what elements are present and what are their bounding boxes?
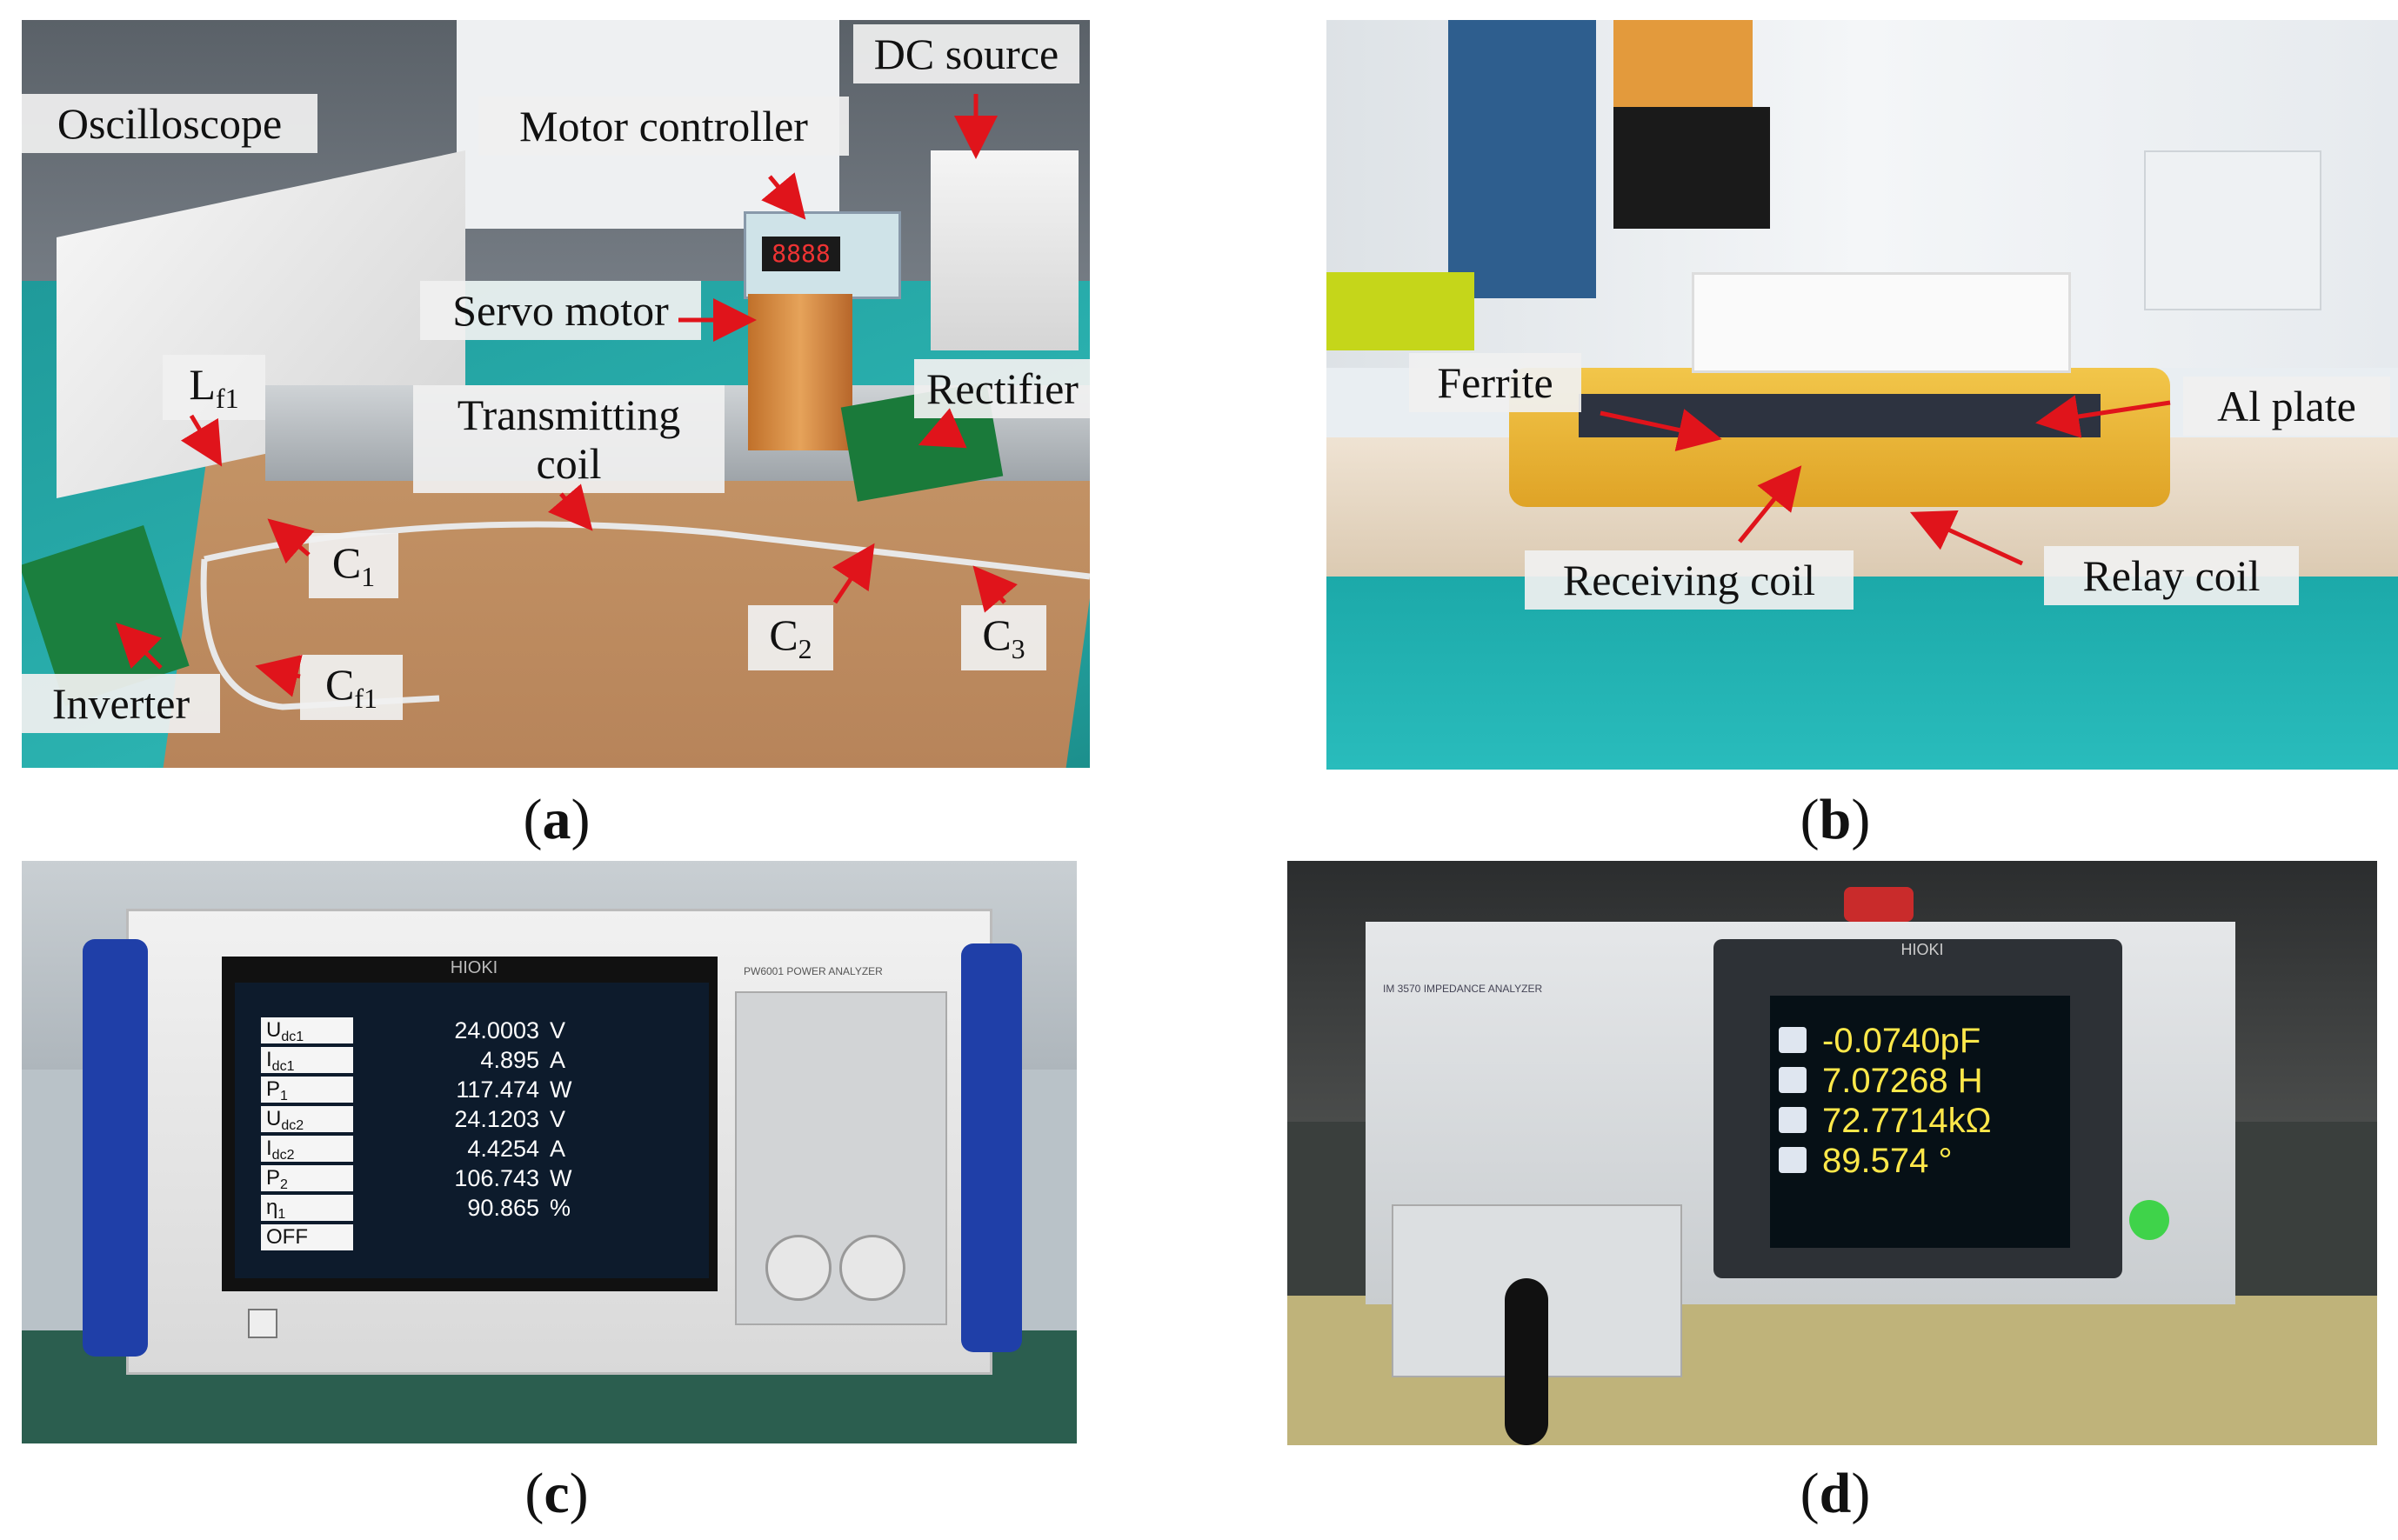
label-inverter: Inverter xyxy=(22,674,220,733)
reading-value: 117.474 xyxy=(456,1077,539,1103)
servo-motor-body xyxy=(748,294,852,450)
reading-row: η1 90.865% xyxy=(235,1195,622,1223)
impedance-reading-value: -0.0740pF xyxy=(1822,1022,1981,1060)
hioki-logo: HIOKI xyxy=(1900,941,1944,958)
label-c1: C1 xyxy=(309,533,398,598)
reading-unit: % xyxy=(550,1195,571,1221)
label-cf1: Cf1 xyxy=(300,655,403,720)
param-key xyxy=(1779,1107,1807,1133)
reading-value: 24.0003 xyxy=(454,1017,539,1043)
dc-source-body xyxy=(931,150,1079,350)
panel-a-photo: 8888 Oscilloscope Motor controller DC so… xyxy=(22,20,1090,768)
reading-param: OFF xyxy=(261,1224,353,1250)
label-rectifier: Rectifier xyxy=(914,359,1090,418)
reading-row: Udc2 24.1203 V xyxy=(235,1106,622,1134)
green-box xyxy=(1326,272,1474,350)
model-label: PW6001 POWER ANALYZER xyxy=(744,965,883,977)
label-c3: C3 xyxy=(961,605,1046,670)
model-label: IM 3570 IMPEDANCE ANALYZER xyxy=(1383,983,1543,995)
reading-row: P1 117.474 W xyxy=(235,1077,622,1104)
impedance-reading-row: 7.07268 H xyxy=(1779,1062,2040,1100)
label-al-plate: Al plate xyxy=(2183,377,2390,436)
reading-unit xyxy=(550,1224,593,1250)
reading-unit: A xyxy=(550,1136,566,1162)
reading-value: 90.865 xyxy=(467,1195,539,1221)
orange-heatsink xyxy=(1613,20,1753,116)
controller-display: 8888 xyxy=(762,237,840,271)
reading-value xyxy=(357,1224,539,1250)
label-motor-controller: Motor controller xyxy=(478,97,849,156)
reading-unit: V xyxy=(550,1106,566,1132)
label-transmitting-coil: Transmitting coil xyxy=(413,385,725,493)
ferrite-plate xyxy=(1579,394,2101,437)
impedance-reading-value: 89.574 ° xyxy=(1822,1142,1953,1180)
teal-base xyxy=(1326,577,2398,770)
reading-param: Idc2 xyxy=(261,1136,353,1163)
caption-c: (c) xyxy=(524,1462,589,1525)
reading-param: Idc1 xyxy=(261,1047,353,1074)
label-relay-coil: Relay coil xyxy=(2044,546,2299,605)
reading-unit: V xyxy=(550,1017,566,1043)
impedance-reading-value: 72.7714kΩ xyxy=(1822,1102,1992,1140)
reading-row: Udc1 24.0003 V xyxy=(235,1017,622,1045)
hioki-logo: HIOKI xyxy=(450,958,498,977)
label-ferrite: Ferrite xyxy=(1409,353,1581,412)
power-button xyxy=(248,1309,277,1338)
reading-param: P2 xyxy=(261,1165,353,1192)
reading-unit: W xyxy=(550,1077,572,1103)
reading-param: Udc2 xyxy=(261,1106,353,1133)
reading-param: Udc1 xyxy=(261,1017,353,1044)
reading-row: P2 106.743 W xyxy=(235,1165,622,1193)
power-supply xyxy=(2144,150,2321,310)
green-power-button xyxy=(2129,1200,2169,1240)
black-cable xyxy=(1505,1278,1548,1445)
impedance-reading-value: 7.07268 H xyxy=(1822,1062,1983,1100)
reading-param: η1 xyxy=(261,1195,353,1222)
knob-right xyxy=(839,1235,905,1301)
right-handle xyxy=(961,943,1022,1352)
red-clip xyxy=(1844,887,1914,922)
impedance-reading-row: 89.574 ° xyxy=(1779,1142,2040,1180)
reading-param: P1 xyxy=(261,1077,353,1103)
reading-unit: A xyxy=(550,1047,566,1073)
label-dc-source: DC source xyxy=(853,24,1079,83)
impedance-reading-row: 72.7714kΩ xyxy=(1779,1102,2040,1140)
label-oscilloscope: Oscilloscope xyxy=(22,94,317,153)
param-key xyxy=(1779,1147,1807,1173)
white-board xyxy=(1692,272,2071,373)
panel-d-photo: IM 3570 IMPEDANCE ANALYZER HIOKI -0.0740… xyxy=(1287,861,2377,1445)
reading-value: 24.1203 xyxy=(454,1106,539,1132)
label-servo-motor: Servo motor xyxy=(420,281,701,340)
label-c2: C2 xyxy=(748,605,833,670)
coil-assembly xyxy=(1509,368,2170,507)
panel-b-photo: Ferrite Al plate Receiving coil Relay co… xyxy=(1326,20,2398,770)
reading-row: OFF xyxy=(235,1224,622,1252)
reading-value: 4.895 xyxy=(480,1047,539,1073)
reading-unit: W xyxy=(550,1165,572,1191)
reading-value: 106.743 xyxy=(454,1165,539,1191)
reading-row: Idc1 4.895 A xyxy=(235,1047,622,1075)
motor-controller-body: 8888 xyxy=(744,211,901,299)
caption-d: (d) xyxy=(1800,1462,1871,1525)
param-key xyxy=(1779,1067,1807,1093)
reading-row: Idc2 4.4254 A xyxy=(235,1136,622,1163)
black-motor-block xyxy=(1613,107,1770,229)
left-handle xyxy=(83,939,148,1357)
impedance-reading-row: -0.0740pF xyxy=(1779,1022,2040,1060)
reading-value: 4.4254 xyxy=(467,1136,539,1162)
label-lf1: Lf1 xyxy=(163,355,265,420)
label-receiving-coil: Receiving coil xyxy=(1525,550,1854,610)
knob-left xyxy=(765,1235,832,1301)
param-key xyxy=(1779,1027,1807,1053)
caption-a: (a) xyxy=(523,788,591,851)
caption-b: (b) xyxy=(1800,788,1871,851)
blue-wall-panel xyxy=(1448,20,1596,298)
